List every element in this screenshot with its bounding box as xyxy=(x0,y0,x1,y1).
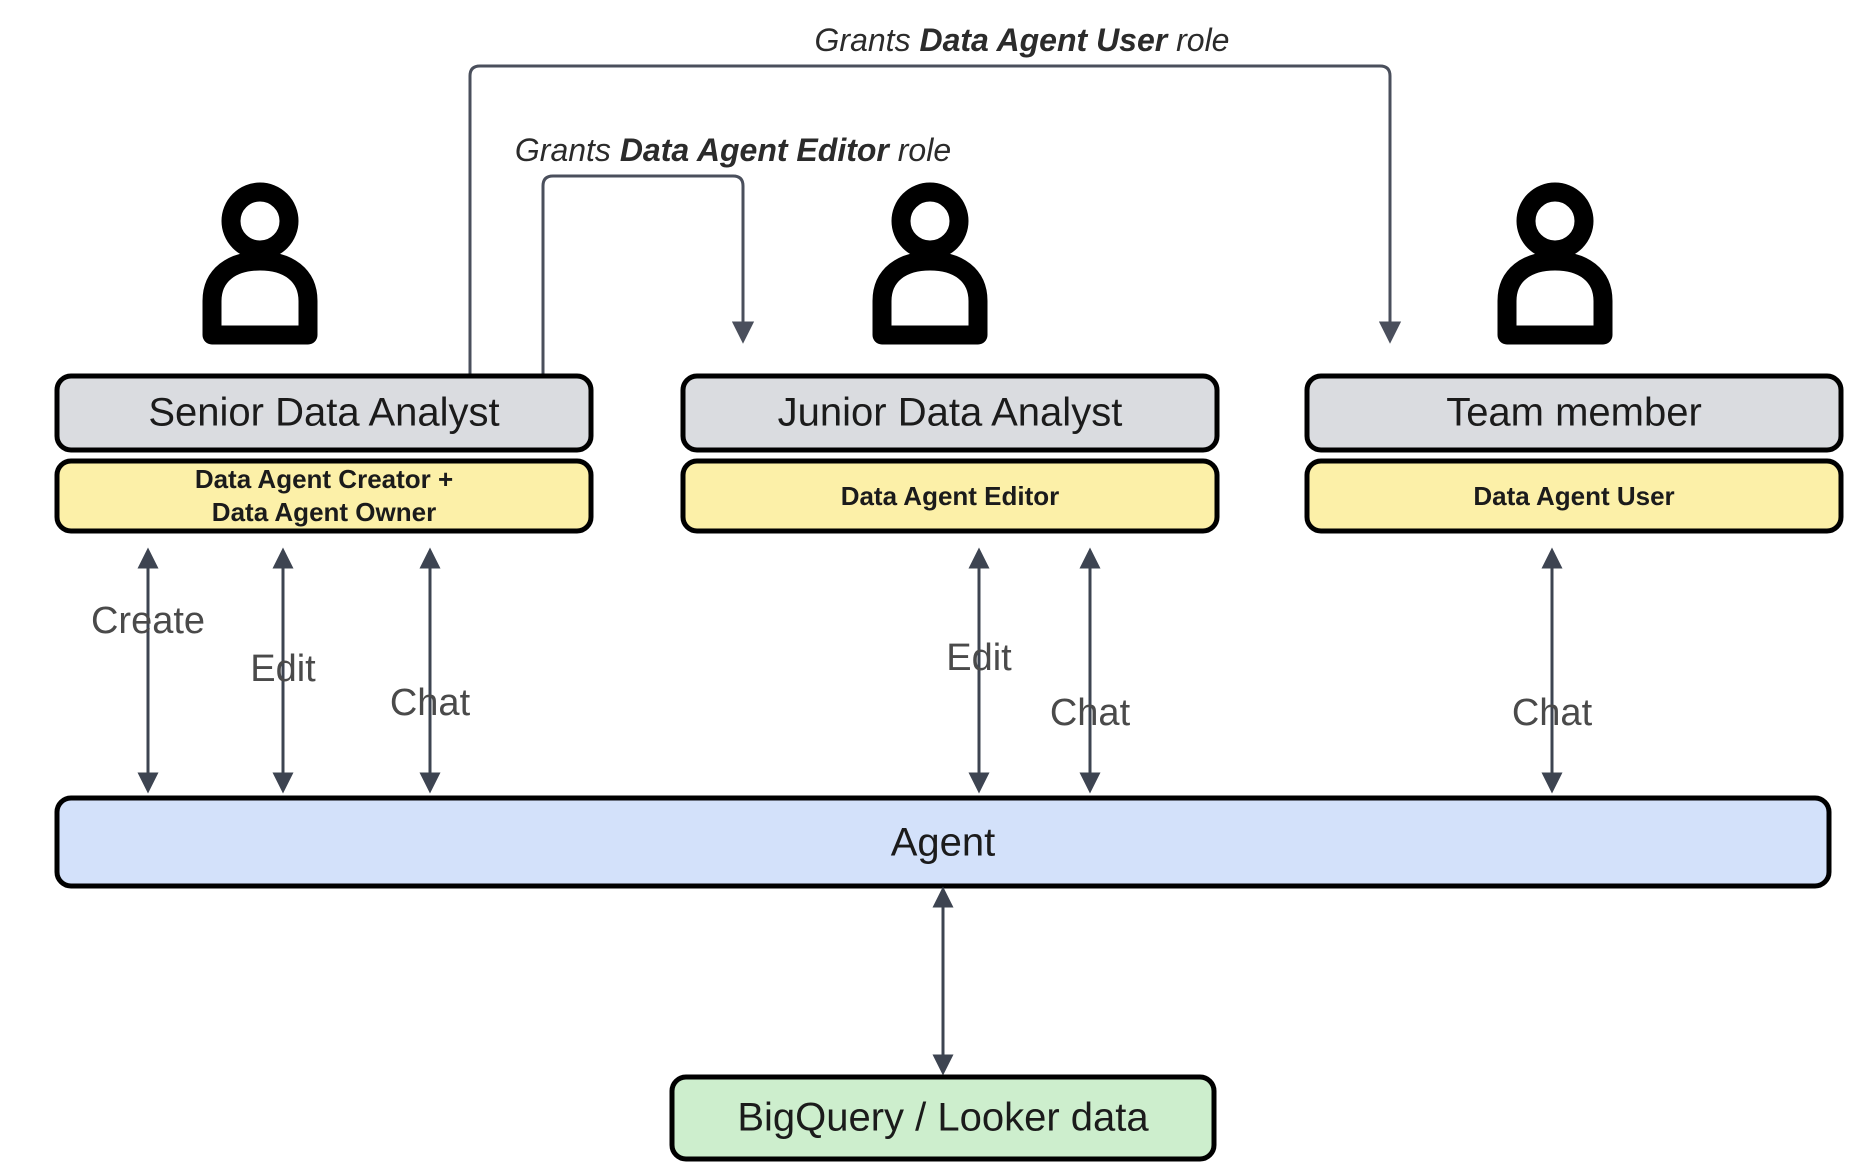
grant-editor-suffix: role xyxy=(889,132,951,168)
grant-user-prefix: Grants xyxy=(815,22,920,58)
edge-label-senior-edit: Edit xyxy=(250,648,316,690)
person-icon-team xyxy=(1507,192,1603,335)
edge-senior-chat: Chat xyxy=(390,547,471,794)
persona-card-junior-data-analyst[interactable]: Junior Data Analyst Data Agent Editor xyxy=(680,373,1220,534)
persona-name-box-team[interactable] xyxy=(1304,373,1844,453)
edge-label-junior-edit: Edit xyxy=(946,637,1012,679)
role-label-senior-line2: Data Agent Owner xyxy=(212,497,436,527)
grant-label-data-agent-user: Grants Data Agent User role xyxy=(815,22,1230,58)
edge-team-chat: Chat xyxy=(1512,547,1593,794)
persona-name-box-senior[interactable] xyxy=(54,373,594,453)
edge-senior-edit: Edit xyxy=(250,547,316,794)
grant-connector-data-agent-editor xyxy=(541,174,755,375)
edge-junior-chat: Chat xyxy=(1050,547,1131,794)
edge-label-senior-create: Create xyxy=(91,600,205,642)
role-label-junior: Data Agent Editor xyxy=(841,481,1060,511)
grant-user-role: Data Agent User xyxy=(919,22,1168,58)
datasource-box[interactable] xyxy=(669,1074,1217,1162)
edge-label-senior-chat: Chat xyxy=(390,682,471,724)
persona-card-senior-data-analyst[interactable]: Senior Data Analyst Data Agent Creator +… xyxy=(54,373,594,534)
persona-card-team-member[interactable]: Team member Data Agent User xyxy=(1304,373,1844,534)
edge-junior-edit: Edit xyxy=(946,547,1012,794)
grant-label-data-agent-editor: Grants Data Agent Editor role xyxy=(515,132,951,168)
persona-name-team: Team member xyxy=(1446,391,1702,435)
datasource-node[interactable]: BigQuery / Looker data xyxy=(669,1074,1217,1162)
role-box-team[interactable] xyxy=(1304,458,1844,534)
edge-label-team-chat: Chat xyxy=(1512,692,1593,734)
grant-connector-data-agent-user xyxy=(468,64,1402,375)
edge-label-junior-chat: Chat xyxy=(1050,692,1131,734)
agent-label: Agent xyxy=(891,821,996,865)
grant-editor-role: Data Agent Editor xyxy=(620,132,891,168)
edge-senior-create: Create xyxy=(91,547,205,794)
grant-editor-prefix: Grants xyxy=(515,132,620,168)
grant-user-suffix: role xyxy=(1167,22,1229,58)
role-label-team: Data Agent User xyxy=(1473,481,1674,511)
role-box-senior[interactable] xyxy=(54,458,594,534)
role-label-senior-line1: Data Agent Creator + xyxy=(195,464,453,494)
agent-node[interactable]: Agent xyxy=(54,795,1832,889)
persona-name-box-junior[interactable] xyxy=(680,373,1220,453)
persona-name-junior: Junior Data Analyst xyxy=(778,391,1123,435)
person-icon-senior xyxy=(212,192,308,335)
datasource-label: BigQuery / Looker data xyxy=(737,1096,1149,1140)
agent-box[interactable] xyxy=(54,795,1832,889)
persona-name-senior: Senior Data Analyst xyxy=(148,391,499,435)
role-box-junior[interactable] xyxy=(680,458,1220,534)
person-icon-junior xyxy=(882,192,978,335)
